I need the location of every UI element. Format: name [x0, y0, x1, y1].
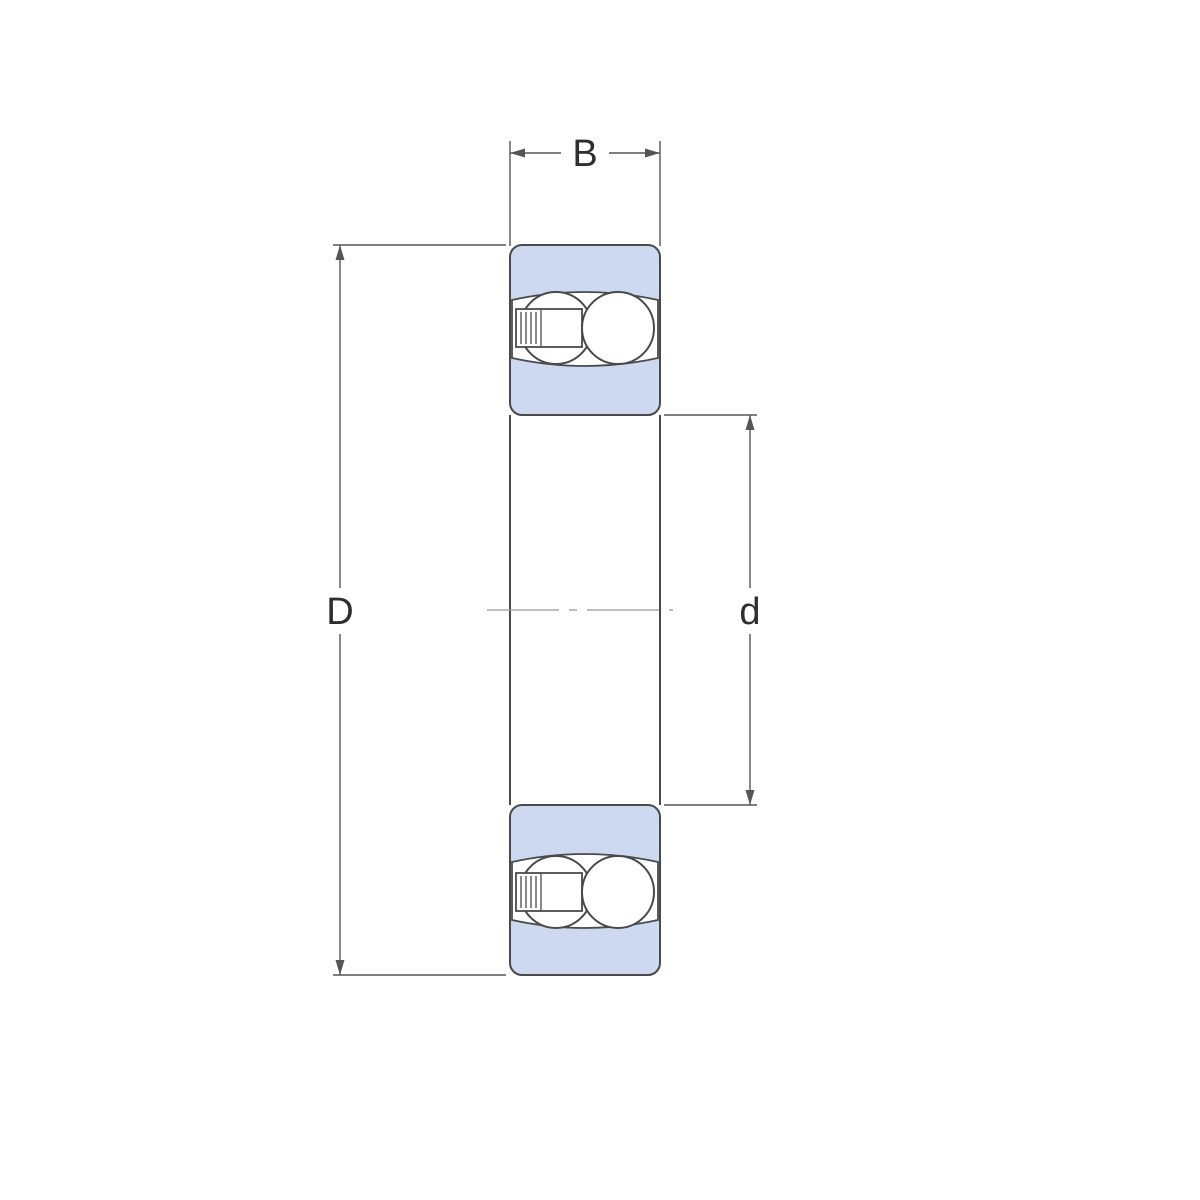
dim-b-arrow-right	[645, 148, 660, 158]
cage-bottom	[515, 872, 583, 912]
dim-d-outer-arrow-bottom	[335, 960, 345, 975]
dimension-outer-diameter-D: D	[326, 244, 506, 976]
bearing-bottom-section	[509, 804, 661, 976]
dimension-label-B: B	[572, 133, 597, 175]
dimension-label-D: D	[326, 591, 353, 633]
dimension-bore-diameter-d: d	[664, 414, 761, 806]
dim-d-bore-arrow-top	[745, 415, 755, 430]
ball-bottom-right	[581, 855, 655, 929]
bearing-top-section	[509, 244, 661, 416]
dimension-width-B: B	[509, 133, 661, 246]
dimension-label-d: d	[739, 591, 760, 633]
dim-d-outer-arrow-top	[335, 245, 345, 260]
dim-d-bore-arrow-bottom	[745, 790, 755, 805]
ball-top-right	[581, 291, 655, 365]
cage-top-body	[515, 308, 583, 348]
dim-b-arrow-left	[510, 148, 525, 158]
cage-top	[515, 308, 583, 348]
